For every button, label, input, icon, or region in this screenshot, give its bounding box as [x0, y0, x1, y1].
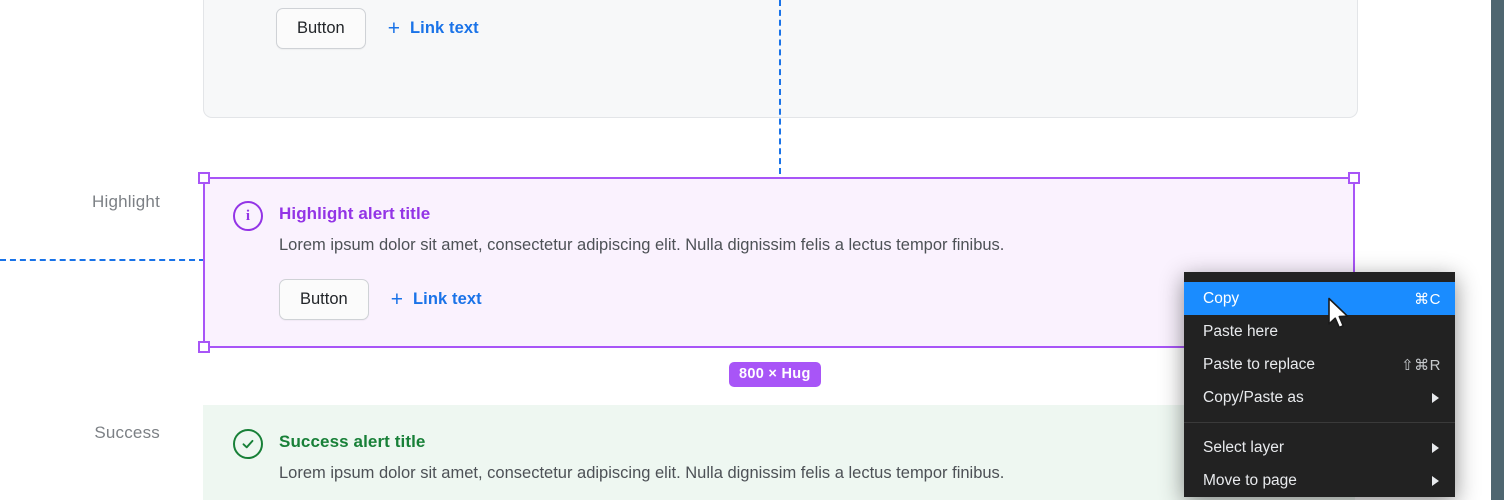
menu-item-copy[interactable]: Copy ⌘C — [1184, 282, 1455, 315]
alert-link-label: Link text — [412, 290, 482, 308]
context-menu[interactable]: Copy ⌘C Paste here Paste to replace ⇧⌘R … — [1184, 272, 1455, 497]
menu-item-copy-paste-as[interactable]: Copy/Paste as — [1184, 381, 1455, 414]
alert-actions: Button + Link text — [276, 8, 1327, 49]
alert-body: Highlight alert title Lorem ipsum dolor … — [279, 203, 1325, 320]
alert-actions: Button + Link text — [279, 279, 1325, 320]
alert-description: Lorem ipsum dolor sit amet, consectetur … — [279, 464, 1005, 482]
alert-title: Success alert title — [279, 432, 426, 451]
alert-link-label: Link text — [409, 19, 479, 37]
alert-content-row: Success alert title Lorem ipsum dolor si… — [233, 429, 1325, 485]
smart-guide-horizontal — [0, 259, 205, 261]
alert-content-row: Lorem ipsum dolor sit amet, consectetur … — [234, 0, 1327, 49]
menu-item-select-layer[interactable]: Select layer — [1184, 431, 1455, 464]
plus-icon: + — [390, 288, 403, 311]
mouse-cursor — [1328, 297, 1349, 329]
alert-card-success[interactable]: Success alert title Lorem ipsum dolor si… — [203, 405, 1355, 500]
alert-button[interactable]: Button — [276, 8, 366, 49]
menu-separator — [1184, 422, 1455, 423]
alert-link[interactable]: + Link text — [388, 18, 479, 39]
row-label-highlight: Highlight — [92, 192, 160, 211]
chevron-right-icon — [1432, 475, 1439, 486]
check-circle-icon — [233, 429, 263, 459]
chevron-right-icon — [1432, 442, 1439, 453]
info-circle-icon: i — [233, 201, 263, 231]
alert-body: Lorem ipsum dolor sit amet, consectetur … — [276, 0, 1327, 49]
alert-content-row: i Highlight alert title Lorem ipsum dolo… — [233, 201, 1325, 320]
plus-icon: + — [387, 17, 400, 40]
row-label-success: Success — [94, 423, 160, 442]
alert-link[interactable]: + Link text — [391, 289, 482, 310]
smart-guide-vertical — [779, 0, 781, 174]
alert-body: Success alert title Lorem ipsum dolor si… — [279, 431, 1325, 485]
alert-card-highlight[interactable]: i Highlight alert title Lorem ipsum dolo… — [203, 177, 1355, 348]
alert-title: Highlight alert title — [279, 204, 431, 223]
chevron-right-icon — [1432, 392, 1439, 403]
alert-description: Lorem ipsum dolor sit amet, consectetur … — [279, 236, 1005, 254]
menu-item-paste-here[interactable]: Paste here — [1203, 322, 1278, 340]
selection-size-badge: 800 × Hug — [729, 362, 821, 387]
menu-item-move-to-page[interactable]: Move to page — [1184, 464, 1455, 497]
alert-button[interactable]: Button — [279, 279, 369, 320]
right-panel-rail — [1491, 0, 1504, 500]
menu-item-paste-to-replace[interactable]: Paste to replace ⇧⌘R — [1203, 355, 1441, 374]
